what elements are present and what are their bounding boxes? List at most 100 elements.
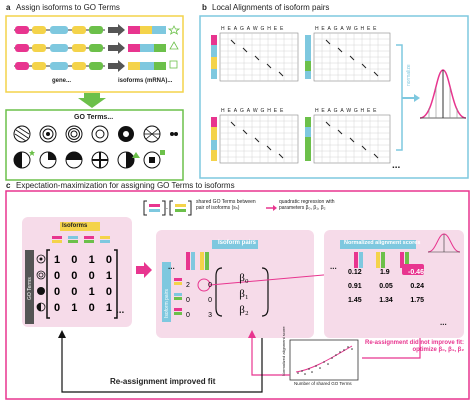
square-icon xyxy=(169,60,178,69)
improved-arrow xyxy=(61,336,263,393)
ellipsis: ... xyxy=(330,262,337,271)
reassign-no-text: Re-assignment did not improve fit: optim… xyxy=(364,340,464,353)
isoform-matrix-panel xyxy=(22,217,132,327)
isoform-pairs-side-bg xyxy=(162,262,171,322)
pair-cell: 3 xyxy=(208,312,212,319)
isoform-pairs-label: Isoform pairs xyxy=(218,240,257,246)
pair-cell: 0 xyxy=(186,297,190,304)
svg-text:·: · xyxy=(166,204,169,213)
norm-cell: 0.05 xyxy=(379,283,393,290)
seq-letters: HEAGAWGHEE xyxy=(315,108,380,114)
arrow-icon xyxy=(273,205,277,211)
matrix-cell: 0 xyxy=(54,302,61,314)
down-arrow-icon xyxy=(78,93,106,108)
isoform-pairs-panel xyxy=(156,230,314,338)
matrix-cell: 1 xyxy=(88,254,95,266)
panel-c-letter: c xyxy=(6,181,11,190)
gene-label: gene... xyxy=(52,78,72,84)
star-icon xyxy=(167,25,181,35)
matrix-cell: 0 xyxy=(88,302,95,314)
matrix-cell: 0 xyxy=(88,270,95,282)
normal-distribution xyxy=(419,69,467,119)
bracket xyxy=(396,44,403,151)
triangle-icon xyxy=(169,41,179,50)
panel-c-title: Expectation-maximization for assigning G… xyxy=(16,181,235,190)
matrix-cell: 1 xyxy=(71,302,78,314)
panel-a-letter: a xyxy=(6,3,11,12)
highlight-score xyxy=(402,264,424,275)
norm-cell: 0.91 xyxy=(348,283,362,290)
matrix-cell: 0 xyxy=(71,286,78,298)
norm-cell: 0.12 xyxy=(348,269,362,276)
plot-xlabel: Number of shared GO Terms xyxy=(294,381,352,386)
arrow-icon xyxy=(414,94,420,102)
alignments-box xyxy=(199,15,469,179)
go-terms-side-label: GO Terms xyxy=(27,277,33,300)
matrix-cell: 1 xyxy=(88,286,95,298)
gene-row-2 xyxy=(14,44,105,52)
isoforms-label-bg xyxy=(60,222,100,231)
gene-isoform-box xyxy=(5,15,184,93)
ellipsis: ... xyxy=(392,160,401,171)
pair-bars-side xyxy=(174,278,182,315)
isoform-pairs-side-label: Isoform pairs xyxy=(164,289,170,318)
no-improve-arrow xyxy=(362,338,421,359)
ellipsis: ... xyxy=(116,305,125,316)
norm-cell: -0.46 xyxy=(408,269,424,276)
pair-cell: 0 xyxy=(208,282,212,289)
arrow-icon xyxy=(58,330,66,338)
matrix-cell: 1 xyxy=(105,302,112,314)
pair-bars-top xyxy=(186,252,209,270)
matrix-cell: 0 xyxy=(71,270,78,282)
norm-cell: 1.34 xyxy=(379,297,393,304)
isoform-row-2 xyxy=(128,44,166,52)
matrix-cell: 0 xyxy=(71,254,78,266)
pair-cell: 2 xyxy=(186,282,190,289)
regression-curve xyxy=(295,345,353,373)
gene-row-3 xyxy=(14,62,105,70)
panel-a-title: Assign isoforms to GO Terms xyxy=(16,3,120,12)
beta-1: β₁ xyxy=(239,288,249,300)
isoforms-label: Isoforms xyxy=(62,223,88,229)
go-terms-title: GO Terms... xyxy=(74,114,114,121)
arrow-icon xyxy=(108,24,125,36)
em-box xyxy=(5,190,470,400)
beta-brackets xyxy=(215,267,269,317)
regression-plot xyxy=(289,339,359,381)
beta-2: β₂ xyxy=(239,304,249,316)
ellipsis: ... xyxy=(440,318,447,327)
norm-label-bg xyxy=(340,240,416,249)
arrow-icon xyxy=(108,60,125,72)
matrix-cell: 1 xyxy=(105,270,112,282)
pair-cell: 0 xyxy=(208,297,212,304)
matrix-brackets xyxy=(46,249,118,319)
panel-b-letter: b xyxy=(202,3,207,12)
norm-cell: 1.9 xyxy=(379,269,390,276)
panel-b-title: Local Alignments of isoform pairs xyxy=(212,3,330,12)
regression-text: quadratic regression with parameters β₀,… xyxy=(279,199,335,211)
formula-text: shared GO Terms between pair of isoforms… xyxy=(196,199,256,211)
normalize-label: normalize xyxy=(406,64,412,86)
matrix-cell: 0 xyxy=(54,270,61,282)
norm-bars-top xyxy=(354,252,409,268)
go-terms-side-bar xyxy=(25,250,34,324)
seq-letters: HEAGAWGHEE xyxy=(221,26,287,32)
matrix-cell: 0 xyxy=(54,286,61,298)
plot-ylabel: Normalized alignment score xyxy=(281,326,286,376)
seq-letters: HEAGAWGHEE xyxy=(315,26,380,32)
matrix-cell: 0 xyxy=(105,286,112,298)
arrow-icon xyxy=(248,330,256,338)
norm-scores-label: Normalized alignment scores xyxy=(344,240,421,246)
matrix-cell: 0 xyxy=(105,254,112,266)
alignment-grid-1 xyxy=(211,32,299,82)
